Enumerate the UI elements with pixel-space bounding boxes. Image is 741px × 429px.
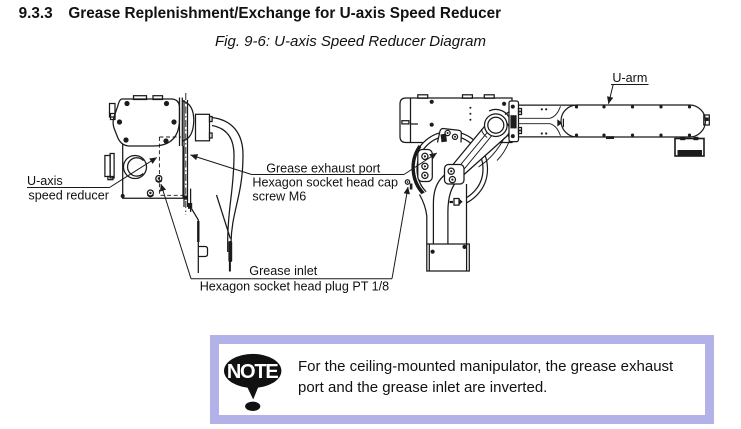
svg-text:U-arm: U-arm <box>612 71 647 85</box>
svg-text:U-axis: U-axis <box>27 174 63 188</box>
svg-text:speed reducer: speed reducer <box>28 189 109 203</box>
svg-text:Grease exhaust port: Grease exhaust port <box>266 162 381 176</box>
svg-text:Hexagon socket head cap: Hexagon socket head cap <box>252 176 398 190</box>
svg-text:NOTE: NOTE <box>227 361 279 383</box>
svg-text:Hexagon socket head plug PT 1/: Hexagon socket head plug PT 1/8 <box>200 280 390 294</box>
svg-text:screw M6: screw M6 <box>252 190 306 204</box>
svg-text:Grease inlet: Grease inlet <box>249 264 317 278</box>
